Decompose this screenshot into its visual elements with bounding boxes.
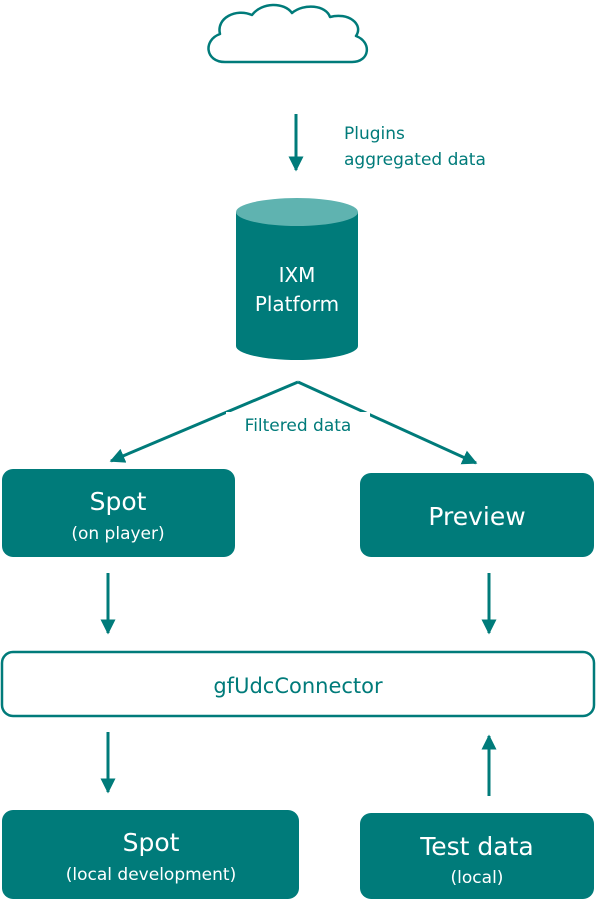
spot-player-box bbox=[2, 469, 235, 557]
preview-box bbox=[360, 473, 594, 557]
spot-player-title: Spot bbox=[90, 487, 147, 516]
arrow-platform-to-preview bbox=[297, 380, 478, 465]
spot-local-title: Spot bbox=[123, 828, 180, 857]
connector-title: gfUdcConnector bbox=[213, 674, 383, 698]
filtered-label-bg bbox=[226, 412, 370, 436]
spot-local-box bbox=[2, 810, 299, 899]
platform-database: IXM Platform bbox=[236, 198, 358, 360]
test-data-box bbox=[360, 813, 594, 899]
spot-local-node: Spot (local development) bbox=[2, 810, 299, 899]
connector-box bbox=[0, 650, 596, 718]
plugins-label-line1: Plugins bbox=[344, 124, 405, 144]
spot-local-subtitle: (local development) bbox=[66, 865, 236, 885]
spot-player-node: Spot (on player) bbox=[2, 469, 235, 557]
spot-player-subtitle: (on player) bbox=[71, 524, 164, 544]
test-data-node: Test data (local) bbox=[360, 813, 594, 899]
platform-cylinder-body bbox=[236, 212, 358, 360]
preview-title: Preview bbox=[428, 502, 525, 531]
plugins-label-line2: aggregated data bbox=[344, 150, 486, 170]
connector-node: gfUdcConnector bbox=[0, 650, 596, 718]
preview-node: Preview bbox=[360, 473, 594, 557]
platform-cylinder-top bbox=[236, 198, 358, 226]
test-data-subtitle: (local) bbox=[451, 868, 504, 888]
test-data-title: Test data bbox=[419, 832, 534, 861]
cloud-icon bbox=[207, 3, 368, 64]
filtered-data-label: Filtered data bbox=[245, 416, 352, 436]
arrow-platform-to-spot bbox=[109, 380, 299, 463]
platform-label-line1: IXM bbox=[279, 263, 316, 287]
platform-label-line2: Platform bbox=[255, 292, 339, 316]
